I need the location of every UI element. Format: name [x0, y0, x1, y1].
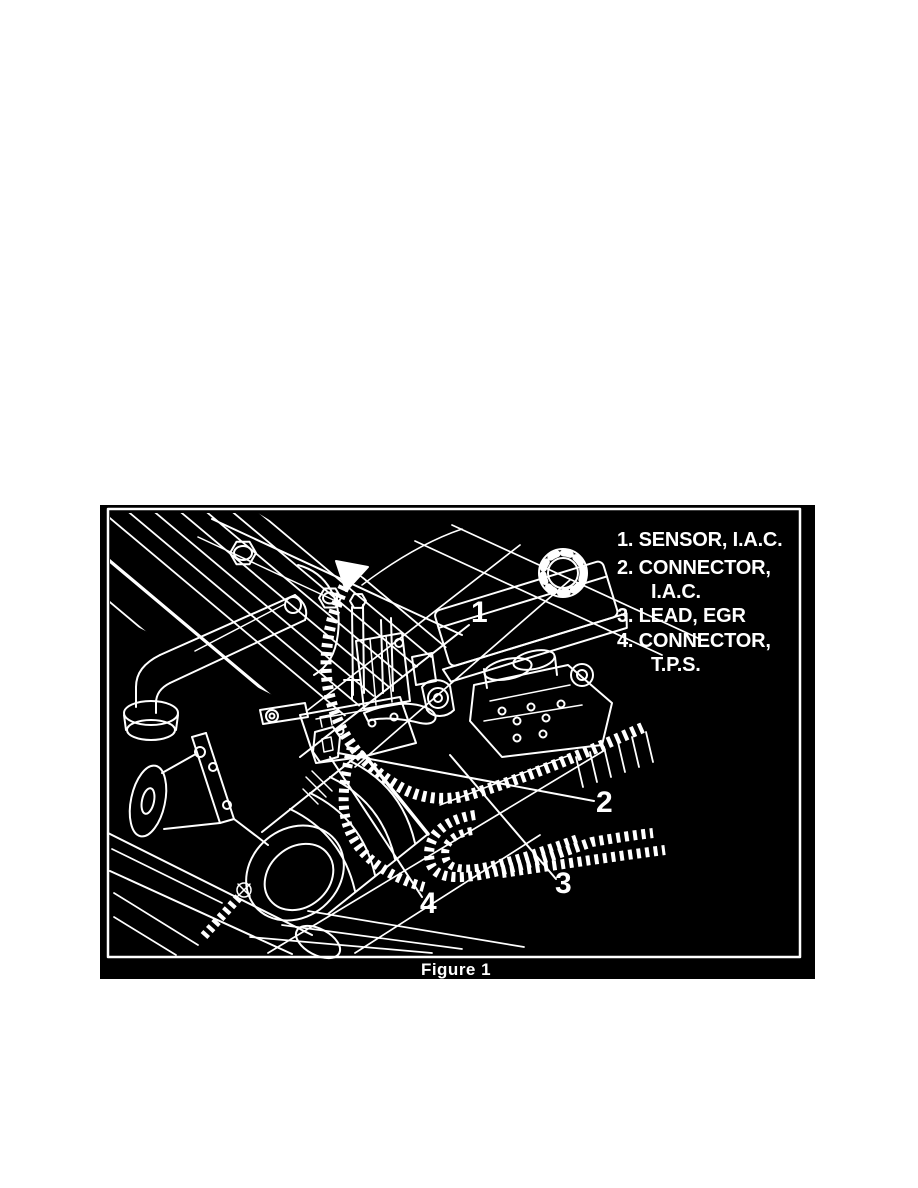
callout-leader-lines — [299, 624, 595, 898]
engine-diagram: 1 2 3 4 1. SENSOR, I.A.C. 2. CONNECTOR, … — [106, 507, 802, 979]
egr-lead-hook — [424, 810, 654, 883]
valve-cover-edges — [197, 518, 463, 676]
valve-cover-bolts — [229, 540, 367, 609]
legend-line-2: 2. CONNECTOR, — [617, 557, 771, 579]
figure-legend: 1. SENSOR, I.A.C. 2. CONNECTOR, I.A.C. 3… — [617, 529, 783, 676]
figure-panel: 1 2 3 4 1. SENSOR, I.A.C. 2. CONNECTOR, … — [100, 505, 815, 979]
leader-1 — [299, 624, 470, 758]
leader-2 — [337, 752, 595, 802]
egr-lead-tail — [501, 845, 666, 878]
callout-3: 3 — [555, 867, 572, 900]
figure-caption: Figure 1 — [421, 960, 491, 979]
leader-3 — [449, 754, 557, 880]
legend-line-6: T.P.S. — [651, 654, 701, 676]
connector-clip — [312, 714, 341, 763]
callout-1: 1 — [471, 596, 488, 629]
frame-rail-tube — [107, 832, 525, 960]
legend-line-3: I.A.C. — [651, 581, 701, 603]
iac-harness-conduit — [320, 576, 647, 804]
bracket-fins — [575, 731, 654, 788]
wiring-harness — [200, 576, 666, 940]
callout-2: 2 — [596, 786, 613, 819]
legend-line-5: 4. CONNECTOR, — [617, 630, 771, 652]
callout-4: 4 — [420, 887, 437, 920]
reservoir-cap — [538, 548, 588, 598]
elbow-boot-tube — [123, 594, 308, 741]
figure-border-frame — [106, 507, 802, 959]
reservoir — [434, 548, 628, 683]
legend-line-4: 3. LEAD, EGR — [617, 605, 746, 627]
leader-4 — [329, 756, 423, 898]
intake-duct — [245, 750, 430, 922]
coil-bracket-posts — [351, 604, 437, 725]
harness-loom-end — [335, 560, 369, 592]
legend-line-1: 1. SENSOR, I.A.C. — [617, 529, 783, 551]
left-bracket-assembly — [128, 732, 269, 846]
callout-numbers: 1 2 3 4 — [420, 596, 613, 920]
tps-harness-branch — [338, 745, 426, 892]
